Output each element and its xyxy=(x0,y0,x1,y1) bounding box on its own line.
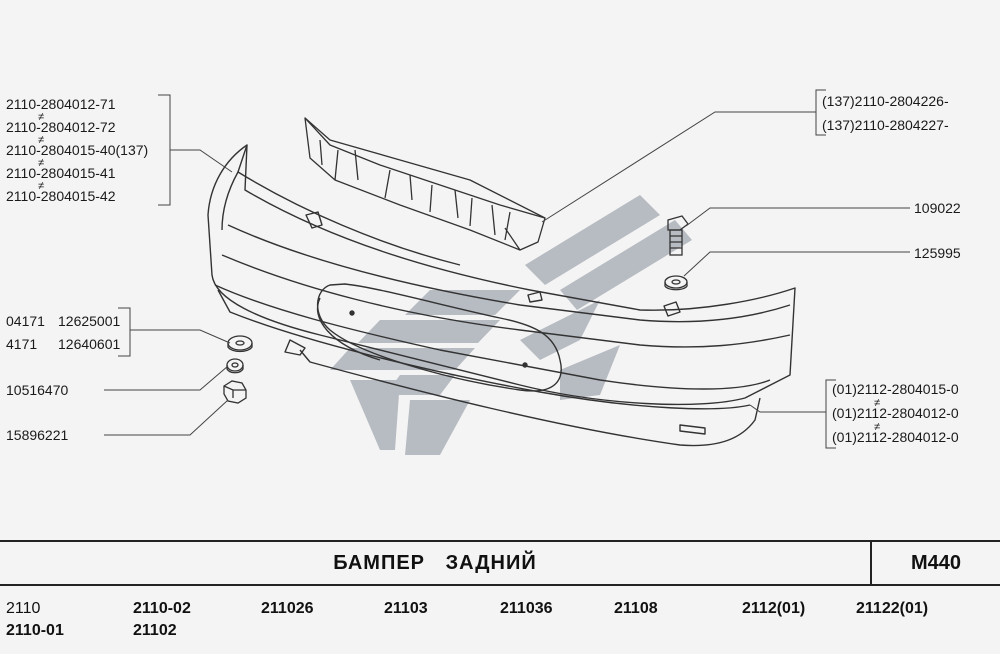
model-2110: 2110 xyxy=(6,600,41,617)
washer-pair-left-1: 04171 xyxy=(6,313,45,329)
lower-part-1: (01)2112-2804015-0 xyxy=(832,381,959,397)
bumper-part-5: 2110-2804015-42 xyxy=(6,188,116,204)
model-2110-01: 2110-01 xyxy=(6,622,64,639)
alt-mark-3: ≠ xyxy=(38,157,45,169)
lower-part-2: (01)2112-2804012-0 xyxy=(832,405,959,421)
model-21102: 21102 xyxy=(133,622,177,639)
title-divider xyxy=(870,542,872,584)
bumper-part-3: 2110-2804015-40(137) xyxy=(6,142,149,158)
page-code: М440 xyxy=(910,552,962,574)
alt-mark-5: ≠ xyxy=(874,397,881,409)
absorber-part-2: (137)2110-2804227- xyxy=(822,117,949,133)
washer-pair-left-2: 4171 xyxy=(6,336,38,352)
bolt-icon xyxy=(667,215,689,256)
bumper-part-2: 2110-2804012-72 xyxy=(6,119,116,135)
spring-washer-icon xyxy=(226,358,244,374)
watermark-logo xyxy=(330,195,692,455)
nut-part: 15896221 xyxy=(6,427,69,443)
alt-mark-4: ≠ xyxy=(38,180,45,192)
title-bar: БАМПЕР ЗАДНИЙ М440 xyxy=(0,540,1000,586)
energy-absorber xyxy=(304,117,546,251)
model-2110-02: 2110-02 xyxy=(133,600,191,617)
model-21103: 21103 xyxy=(384,600,428,617)
alt-mark-6: ≠ xyxy=(874,421,881,433)
washer-pair-right-2: 12640601 xyxy=(58,336,121,352)
model-21122-01: 21122(01) xyxy=(856,600,929,617)
model-2112-01: 2112(01) xyxy=(742,600,806,617)
washer-icon xyxy=(664,275,688,291)
model-21108: 21108 xyxy=(614,600,658,617)
alt-mark-1: ≠ xyxy=(38,111,45,123)
absorber-part-1: (137)2110-2804226- xyxy=(822,93,949,109)
spring-washer-part: 10516470 xyxy=(6,382,69,398)
nut-icon xyxy=(223,380,247,404)
alt-mark-2: ≠ xyxy=(38,134,45,146)
page-title: БАМПЕР ЗАДНИЙ xyxy=(333,552,537,574)
bumper-part-4: 2110-2804015-41 xyxy=(6,165,116,181)
leader-lines xyxy=(104,89,910,449)
bolt-part: 109022 xyxy=(914,200,961,216)
rear-bumper xyxy=(207,144,796,447)
flat-washer-icon xyxy=(227,335,253,353)
washer-part: 125995 xyxy=(914,245,961,261)
model-211036: 211036 xyxy=(500,600,553,617)
washer-pair-right-1: 12625001 xyxy=(58,313,121,329)
bumper-exploded-diagram xyxy=(104,89,910,455)
bumper-part-1: 2110-2804012-71 xyxy=(6,96,116,112)
model-211026: 211026 xyxy=(261,600,314,617)
lower-part-3: (01)2112-2804012-0 xyxy=(832,429,959,445)
